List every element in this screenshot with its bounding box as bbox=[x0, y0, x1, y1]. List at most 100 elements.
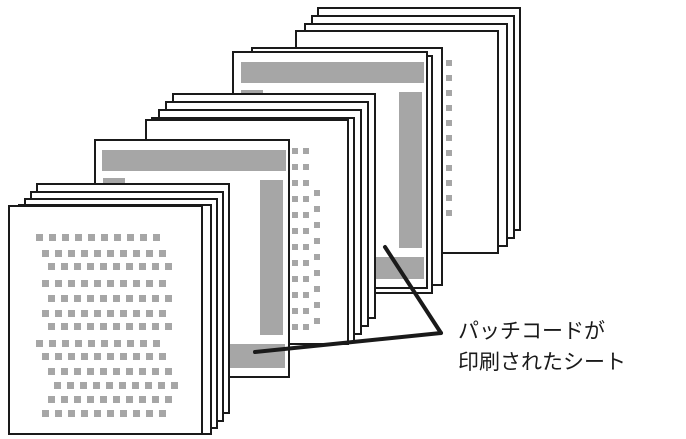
text-dot bbox=[87, 396, 94, 403]
text-dot bbox=[159, 280, 166, 287]
patch-code-bar bbox=[260, 180, 283, 335]
text-dot bbox=[446, 60, 452, 66]
text-dot bbox=[54, 382, 61, 389]
text-dot bbox=[303, 324, 309, 330]
text-dot bbox=[107, 310, 114, 317]
text-dot bbox=[81, 280, 88, 287]
text-dot bbox=[101, 340, 108, 347]
text-dot bbox=[303, 260, 309, 266]
text-dot bbox=[61, 263, 68, 270]
text-dot bbox=[42, 310, 49, 317]
text-dot bbox=[292, 148, 298, 154]
text-dot bbox=[159, 310, 166, 317]
text-dot bbox=[314, 206, 320, 212]
text-dot bbox=[42, 353, 49, 360]
text-dot bbox=[94, 250, 101, 257]
text-dot bbox=[446, 135, 452, 141]
text-dot bbox=[75, 340, 82, 347]
text-dot bbox=[314, 254, 320, 260]
text-dot bbox=[119, 382, 126, 389]
text-dot bbox=[81, 250, 88, 257]
text-dot bbox=[314, 318, 320, 324]
text-dot bbox=[139, 295, 146, 302]
text-dot bbox=[314, 270, 320, 276]
text-dot bbox=[292, 244, 298, 250]
text-dot bbox=[152, 295, 159, 302]
text-dot bbox=[49, 340, 56, 347]
text-dot bbox=[159, 353, 166, 360]
text-dot bbox=[314, 190, 320, 196]
text-dot bbox=[62, 340, 69, 347]
text-dot bbox=[145, 382, 152, 389]
text-dot bbox=[94, 310, 101, 317]
text-dot bbox=[94, 410, 101, 417]
text-dot bbox=[446, 180, 452, 186]
text-dot bbox=[303, 292, 309, 298]
text-dot bbox=[165, 323, 172, 330]
text-dot bbox=[120, 250, 127, 257]
text-dot bbox=[49, 234, 56, 241]
text-dot bbox=[48, 295, 55, 302]
text-dot bbox=[139, 396, 146, 403]
text-dot bbox=[446, 75, 452, 81]
text-dot bbox=[165, 396, 172, 403]
text-dot bbox=[61, 396, 68, 403]
text-dot bbox=[42, 280, 49, 287]
text-dot bbox=[159, 410, 166, 417]
text-dot bbox=[106, 382, 113, 389]
text-dot bbox=[68, 250, 75, 257]
text-dot bbox=[61, 368, 68, 375]
patch-code-bar bbox=[102, 150, 286, 171]
text-dot bbox=[80, 382, 87, 389]
text-dot bbox=[132, 382, 139, 389]
text-dot bbox=[107, 353, 114, 360]
text-dot bbox=[113, 263, 120, 270]
text-dot bbox=[146, 250, 153, 257]
text-dot bbox=[146, 280, 153, 287]
text-dot bbox=[113, 295, 120, 302]
text-dot bbox=[446, 120, 452, 126]
text-dot bbox=[133, 410, 140, 417]
text-dot bbox=[314, 238, 320, 244]
text-dot bbox=[158, 382, 165, 389]
text-dot bbox=[133, 280, 140, 287]
text-dot bbox=[292, 212, 298, 218]
leader-line-upper bbox=[383, 245, 443, 335]
text-dot bbox=[55, 410, 62, 417]
text-dot bbox=[74, 323, 81, 330]
text-dot bbox=[107, 410, 114, 417]
text-dot bbox=[139, 263, 146, 270]
text-dot bbox=[292, 260, 298, 266]
patch-code-bar bbox=[228, 344, 285, 368]
text-dot bbox=[292, 292, 298, 298]
text-dot bbox=[120, 310, 127, 317]
text-dot bbox=[42, 250, 49, 257]
patch-code-label-line-1: パッチコードが bbox=[458, 319, 605, 343]
text-dot bbox=[87, 368, 94, 375]
text-dot bbox=[165, 263, 172, 270]
text-dot bbox=[139, 323, 146, 330]
text-dot bbox=[146, 310, 153, 317]
patch-code-sheet-label: パッチコードが 印刷されたシート bbox=[458, 316, 626, 378]
text-dot bbox=[165, 295, 172, 302]
text-dot bbox=[303, 308, 309, 314]
text-dot bbox=[55, 353, 62, 360]
text-dot bbox=[303, 180, 309, 186]
text-dot bbox=[446, 90, 452, 96]
text-dot bbox=[87, 263, 94, 270]
text-dot bbox=[126, 396, 133, 403]
text-dot bbox=[159, 250, 166, 257]
text-dot bbox=[133, 310, 140, 317]
text-dot bbox=[303, 196, 309, 202]
text-dot bbox=[153, 340, 160, 347]
text-dot bbox=[100, 263, 107, 270]
text-dot bbox=[146, 353, 153, 360]
text-dot bbox=[152, 396, 159, 403]
text-dot bbox=[113, 396, 120, 403]
text-dot bbox=[100, 396, 107, 403]
text-dot bbox=[101, 234, 108, 241]
text-dot bbox=[61, 295, 68, 302]
text-dot bbox=[303, 212, 309, 218]
patch-code-bar bbox=[241, 62, 424, 83]
text-dot bbox=[68, 280, 75, 287]
